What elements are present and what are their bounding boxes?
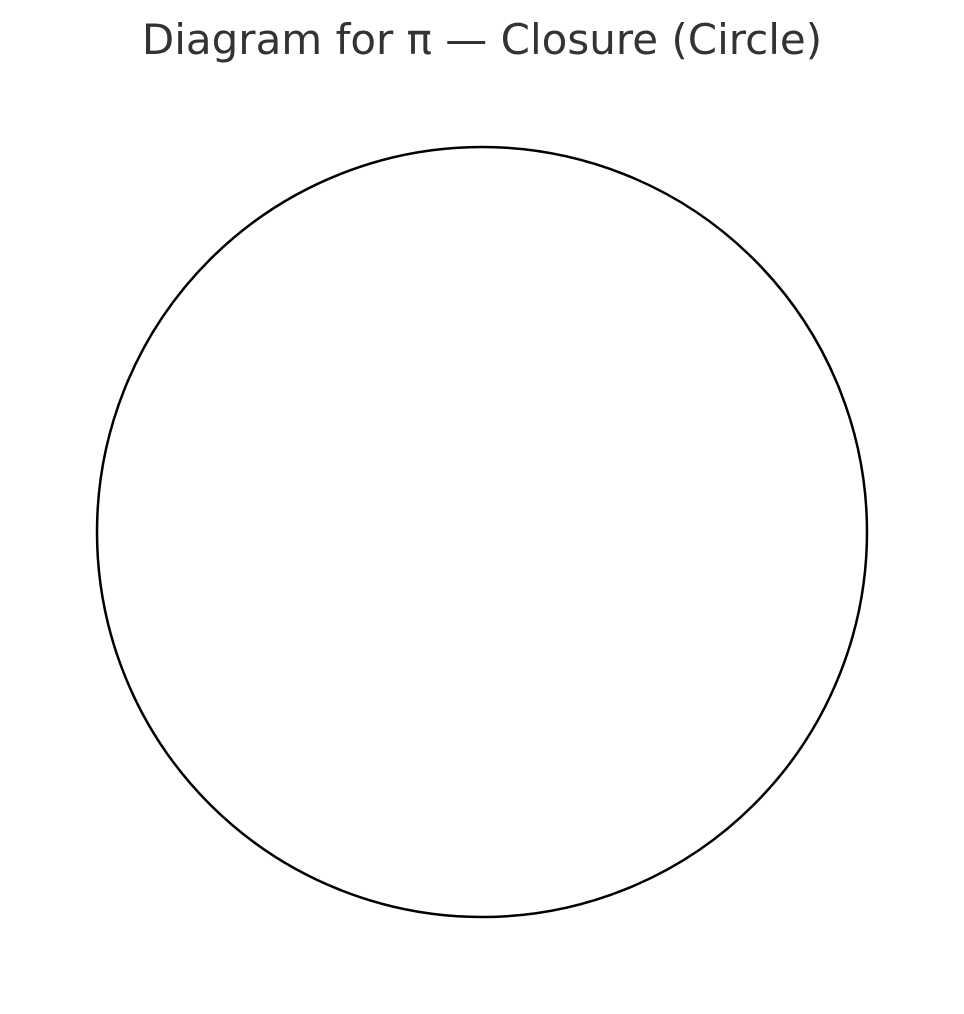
diagram-title: Diagram for π — Closure (Circle) <box>141 15 823 64</box>
closure-circle <box>95 145 869 919</box>
